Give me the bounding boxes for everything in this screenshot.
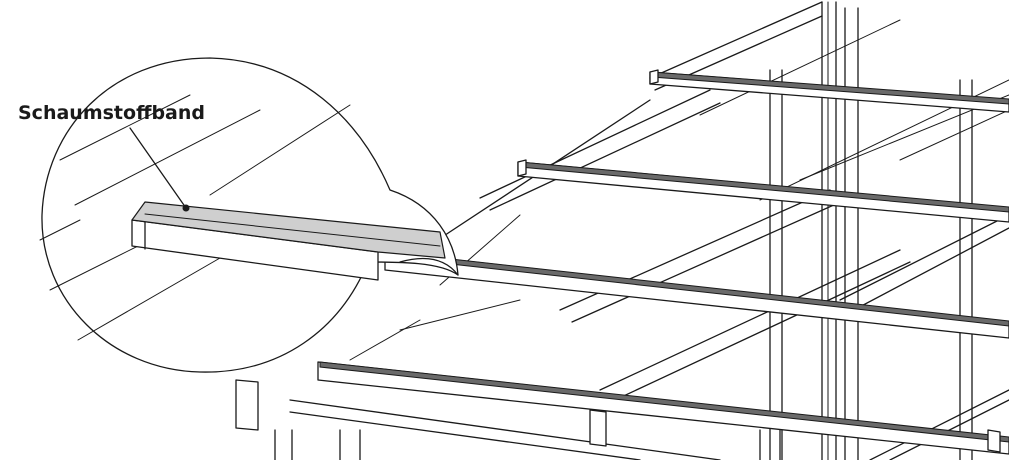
rail-1	[649, 69, 1009, 113]
leader-dot	[182, 204, 190, 212]
detail-magnifier	[39, 57, 459, 373]
vertical-posts	[769, 1, 973, 460]
rail-3	[384, 251, 1009, 339]
lower-beams	[235, 379, 1001, 460]
callout-label: Schaumstoffband	[18, 102, 205, 124]
callout-leader	[129, 127, 190, 212]
rail-4	[317, 361, 1009, 455]
rail-2	[517, 159, 1009, 223]
